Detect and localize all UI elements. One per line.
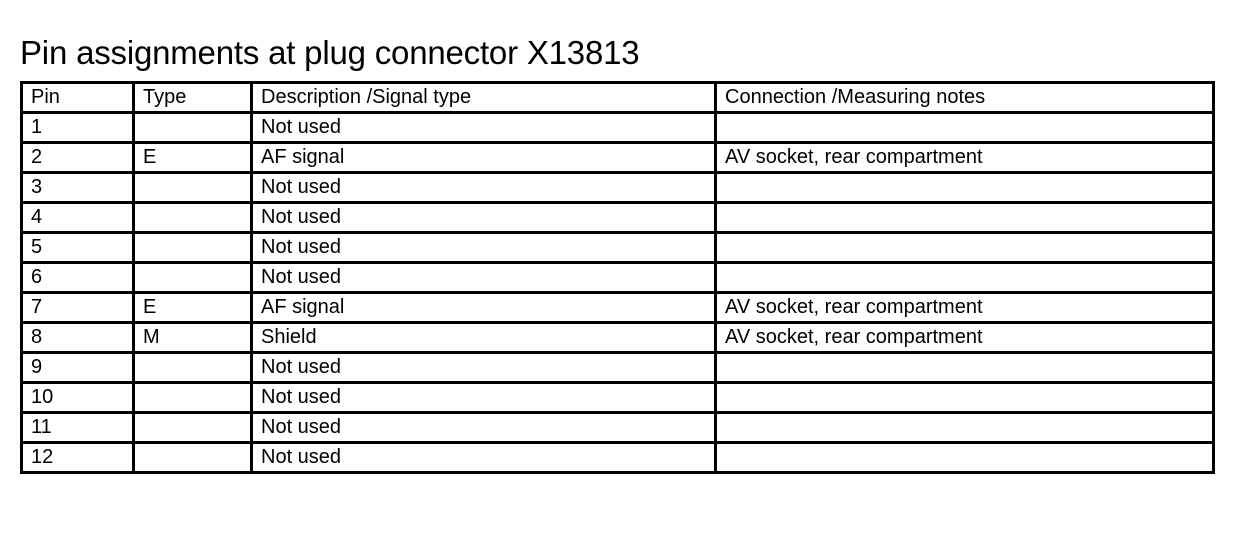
cell-description: AF signal	[250, 141, 717, 174]
table-row: 6 Not used	[20, 261, 1215, 294]
page-title: Pin assignments at plug connector X13813	[20, 34, 640, 72]
table-row: 4 Not used	[20, 201, 1215, 234]
table-row: 1 Not used	[20, 111, 1215, 144]
table-header: Pin Type Description /Signal type Connec…	[20, 81, 1215, 114]
table-row: 10 Not used	[20, 381, 1215, 414]
cell-pin: 10	[20, 381, 135, 414]
cell-pin: 8	[20, 321, 135, 354]
cell-type	[132, 351, 253, 384]
cell-type: E	[132, 291, 253, 324]
cell-pin: 12	[20, 441, 135, 474]
cell-connection	[714, 411, 1215, 444]
cell-pin: 2	[20, 141, 135, 174]
cell-connection	[714, 381, 1215, 414]
column-header-connection: Connection /Measuring notes	[714, 81, 1215, 114]
cell-pin: 4	[20, 201, 135, 234]
cell-pin: 5	[20, 231, 135, 264]
cell-description: Shield	[250, 321, 717, 354]
table-row: 5 Not used	[20, 231, 1215, 264]
pin-assignments-table: Pin Type Description /Signal type Connec…	[20, 81, 1215, 474]
cell-connection	[714, 231, 1215, 264]
cell-type	[132, 411, 253, 444]
cell-pin: 11	[20, 411, 135, 444]
cell-connection	[714, 261, 1215, 294]
table-row: 11 Not used	[20, 411, 1215, 444]
cell-type	[132, 111, 253, 144]
cell-description: Not used	[250, 231, 717, 264]
cell-description: Not used	[250, 201, 717, 234]
cell-type	[132, 231, 253, 264]
cell-connection: AV socket, rear compartment	[714, 291, 1215, 324]
cell-type	[132, 201, 253, 234]
cell-connection	[714, 201, 1215, 234]
cell-connection	[714, 171, 1215, 204]
pin-assignments-table-container: Pin Type Description /Signal type Connec…	[20, 81, 1215, 474]
cell-pin: 3	[20, 171, 135, 204]
table-header-row: Pin Type Description /Signal type Connec…	[20, 81, 1215, 114]
cell-pin: 9	[20, 351, 135, 384]
column-header-type: Type	[132, 81, 253, 114]
cell-description: Not used	[250, 351, 717, 384]
table-row: 9 Not used	[20, 351, 1215, 384]
cell-type	[132, 171, 253, 204]
cell-connection	[714, 351, 1215, 384]
cell-description: AF signal	[250, 291, 717, 324]
cell-pin: 1	[20, 111, 135, 144]
table-row: 3 Not used	[20, 171, 1215, 204]
cell-pin: 7	[20, 291, 135, 324]
cell-description: Not used	[250, 441, 717, 474]
cell-pin: 6	[20, 261, 135, 294]
cell-type	[132, 441, 253, 474]
cell-connection: AV socket, rear compartment	[714, 141, 1215, 174]
cell-type	[132, 381, 253, 414]
column-header-pin: Pin	[20, 81, 135, 114]
cell-description: Not used	[250, 261, 717, 294]
column-header-description: Description /Signal type	[250, 81, 717, 114]
cell-connection	[714, 441, 1215, 474]
cell-connection: AV socket, rear compartment	[714, 321, 1215, 354]
cell-type	[132, 261, 253, 294]
cell-description: Not used	[250, 411, 717, 444]
table-row: 12 Not used	[20, 441, 1215, 474]
cell-description: Not used	[250, 171, 717, 204]
cell-connection	[714, 111, 1215, 144]
cell-description: Not used	[250, 381, 717, 414]
cell-description: Not used	[250, 111, 717, 144]
cell-type: E	[132, 141, 253, 174]
cell-type: M	[132, 321, 253, 354]
